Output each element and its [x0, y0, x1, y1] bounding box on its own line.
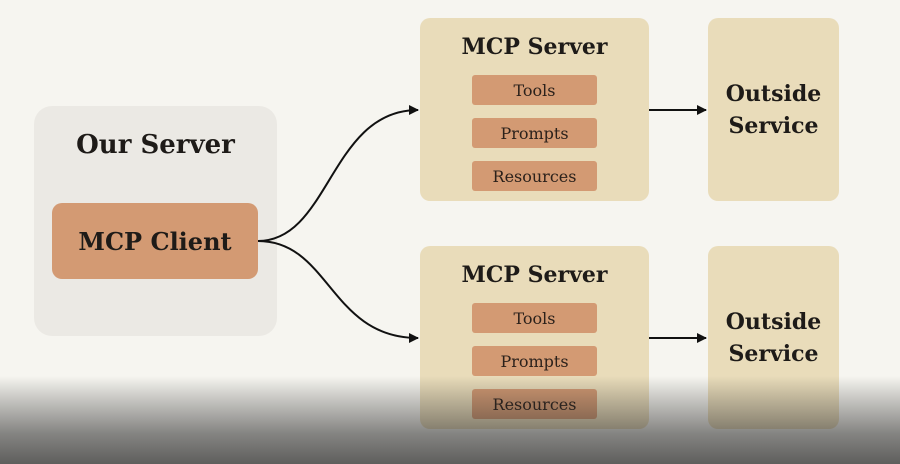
mcp-server-1-panel: MCP Server Tools Prompts Resources — [420, 18, 649, 201]
mcp-server-1-title: MCP Server — [461, 34, 608, 60]
mcp-server-2-title: MCP Server — [461, 262, 608, 288]
arrow-client-to-server-1 — [257, 105, 419, 242]
outside-service-1-line1: Outside — [725, 80, 822, 107]
outside-service-2-line2: Service — [728, 340, 819, 367]
mcp-client-box: MCP Client — [52, 203, 258, 279]
our-server-title: Our Server — [76, 130, 235, 160]
tools-box-1: Tools — [472, 75, 597, 105]
outside-service-1-line2: Service — [728, 112, 819, 139]
outside-service-2-line1: Outside — [725, 308, 822, 335]
prompts-box-1: Prompts — [472, 118, 597, 148]
resources-box-1: Resources — [472, 161, 597, 191]
tools-box-2: Tools — [472, 303, 597, 333]
outside-service-1: Outside Service — [708, 18, 839, 201]
arrow-client-to-server-2 — [257, 240, 419, 343]
prompts-box-2: Prompts — [472, 346, 597, 376]
